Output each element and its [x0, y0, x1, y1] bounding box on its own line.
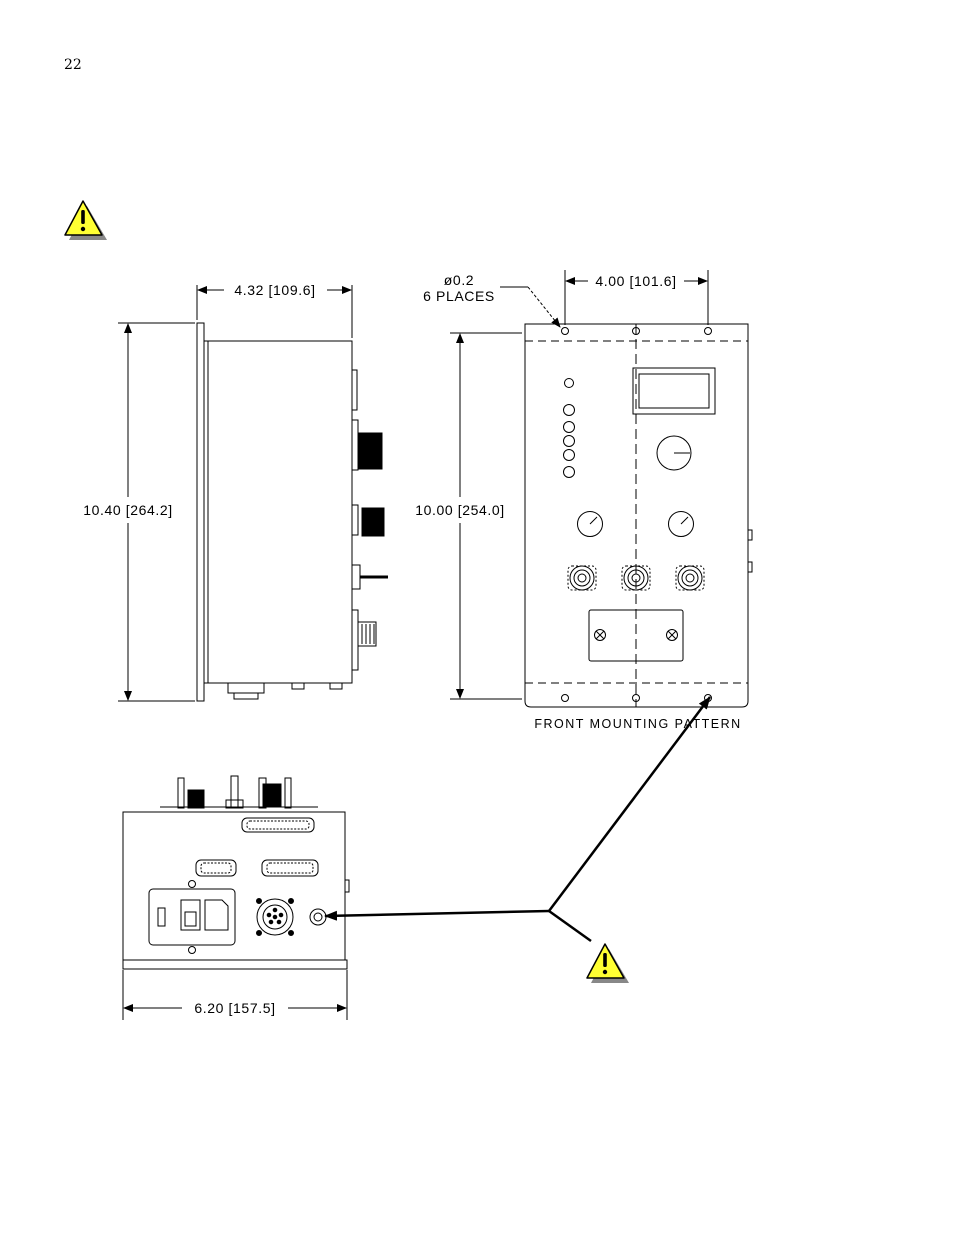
cover-plate [588, 609, 684, 662]
front-view [450, 270, 753, 708]
rear-panel [122, 811, 346, 961]
side-view [118, 285, 388, 702]
warning-icon [64, 200, 107, 240]
circular-connector [256, 898, 294, 936]
bnc-connector [567, 565, 597, 591]
side-body [203, 340, 353, 684]
led-indicator [563, 435, 575, 447]
rear-view [122, 775, 350, 1020]
hole-note-places: 6 PLACES [423, 288, 495, 304]
side-flange [196, 322, 205, 702]
side-width-dim: 4.32 [109.6] [234, 282, 315, 298]
led-indicator [563, 404, 575, 416]
warning-icon [586, 943, 629, 983]
mounting-hole [632, 694, 640, 702]
bnc-connector [621, 565, 651, 591]
db9-connector [195, 859, 237, 877]
side-height-dim: 10.40 [264.2] [83, 502, 173, 518]
front-view-caption: FRONT MOUNTING PATTERN [534, 717, 741, 731]
small-jack [309, 908, 327, 926]
mounting-hole [561, 327, 569, 335]
hole-spacing-dim: 4.00 [101.6] [595, 273, 676, 289]
power-entry-module [148, 888, 236, 946]
led-indicator [563, 421, 575, 433]
page-number: 22 [64, 57, 82, 73]
mounting-hole [561, 694, 569, 702]
front-height-dim: 10.00 [254.0] [415, 502, 505, 518]
rear-width-dim: 6.20 [157.5] [194, 1000, 275, 1016]
db25-connector [241, 817, 315, 833]
front-panel-outline [524, 323, 749, 708]
led-indicator [563, 449, 575, 461]
led-indicator [564, 378, 574, 388]
hole-note-diameter: ø0.2 [444, 272, 474, 288]
left-knob [577, 511, 603, 537]
display-window [632, 367, 716, 415]
mounting-hole [632, 327, 640, 335]
mounting-hole [704, 327, 712, 335]
right-knob [668, 511, 694, 537]
led-indicator [563, 466, 575, 478]
main-knob [656, 435, 692, 471]
bnc-connector [675, 565, 705, 591]
db15-connector [261, 859, 319, 877]
callout-lines [324, 696, 711, 943]
